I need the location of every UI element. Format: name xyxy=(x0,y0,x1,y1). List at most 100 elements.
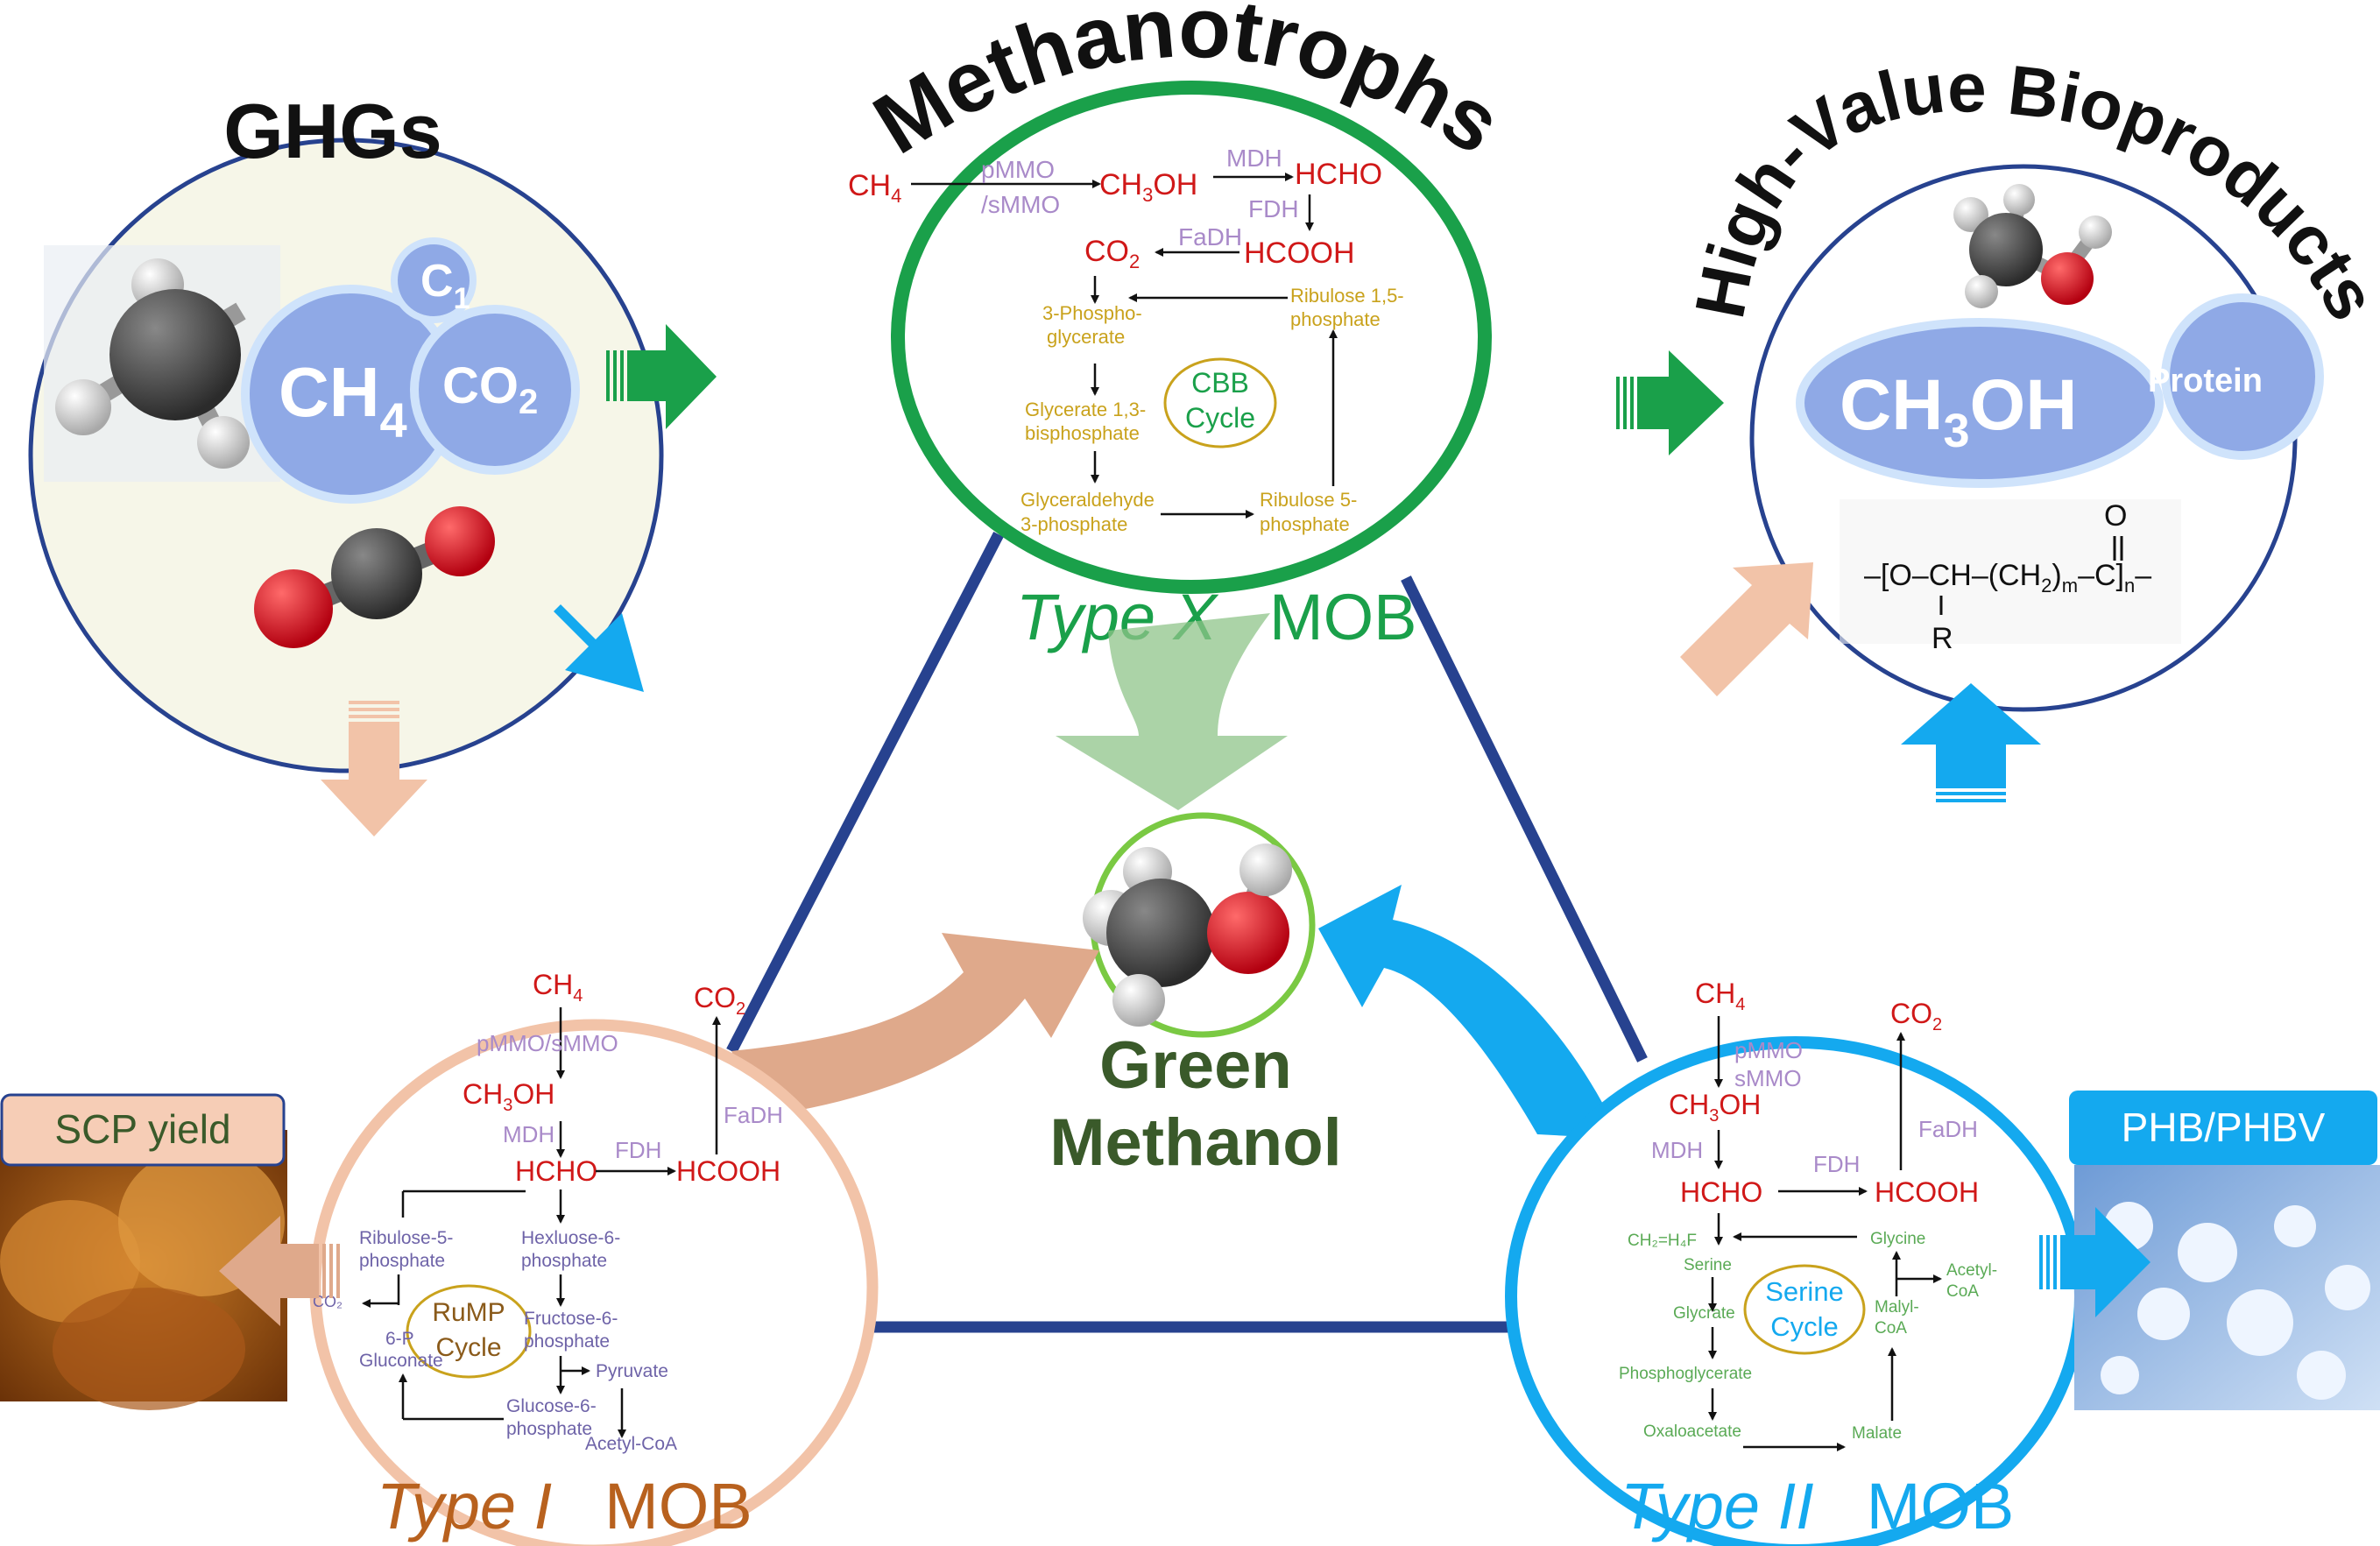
methanol-molecule-icon xyxy=(1083,844,1292,1027)
phb-phbv-label: PHB/PHBV xyxy=(2122,1105,2326,1150)
type-ii-pathway: CH4 pMMO sMMO CH3OH MDH HCHO FDH HCOOH F… xyxy=(1619,978,1997,1451)
svg-text:HCHO: HCHO xyxy=(515,1155,597,1187)
green-methanol-label-line2: Methanol xyxy=(1049,1105,1342,1180)
ch4-bubble-label: CH xyxy=(279,353,380,431)
ghg-bubbles: C1 CH4 CO2 xyxy=(241,237,580,504)
svg-text:FaDH: FaDH xyxy=(1178,223,1242,251)
svg-text:phosphate: phosphate xyxy=(1260,513,1350,535)
svg-text:Fructose-6-: Fructose-6- xyxy=(524,1309,618,1329)
svg-text:HCOOH: HCOOH xyxy=(1875,1176,1979,1208)
svg-text:6-P: 6-P xyxy=(385,1329,414,1349)
svg-text:Ribulose-5-: Ribulose-5- xyxy=(359,1228,453,1248)
type-x-pathway: CH4 pMMO /sMMO CH3OH MDH HCHO FDH HCOOH … xyxy=(848,145,1404,535)
svg-text:CBB: CBB xyxy=(1191,367,1249,399)
svg-text:3-Phospho-: 3-Phospho- xyxy=(1042,302,1142,324)
scp-yield-panel: SCP yield xyxy=(0,1093,287,1410)
ghgs-title: GHGs xyxy=(223,88,441,174)
svg-text:Hexluose-6-: Hexluose-6- xyxy=(521,1228,620,1248)
svg-text:pMMO: pMMO xyxy=(981,156,1055,183)
svg-text:CH3OH: CH3OH xyxy=(463,1078,554,1115)
svg-text:Ribulose 1,5-: Ribulose 1,5- xyxy=(1290,285,1404,307)
svg-text:phosphate: phosphate xyxy=(524,1331,610,1352)
type-ii-to-methanol-arrow xyxy=(1318,885,1621,1139)
svg-text:Acetyl-: Acetyl- xyxy=(1946,1261,1997,1280)
svg-text:O: O xyxy=(2104,499,2127,533)
svg-text:sMMO: sMMO xyxy=(1734,1065,1802,1091)
green-methanol-label-line1: Green xyxy=(1099,1028,1292,1103)
phb-panel: PHB/PHBV xyxy=(2069,1091,2380,1410)
methane-molecule-icon xyxy=(55,258,250,469)
type-i-to-bioproducts-arrow xyxy=(1680,562,1813,696)
svg-text:CH4: CH4 xyxy=(848,169,901,207)
c1-label: C xyxy=(420,256,454,307)
svg-text:HCOOH: HCOOH xyxy=(676,1155,780,1187)
svg-text:glycerate: glycerate xyxy=(1047,326,1125,348)
ghg-to-type-i-arrow xyxy=(321,701,427,837)
ghg-to-methanotrophs-arrow xyxy=(606,324,717,429)
methanol-bubble-label: CH xyxy=(1840,365,1943,445)
svg-text:Glycine: Glycine xyxy=(1870,1230,1925,1248)
svg-text:Malate: Malate xyxy=(1852,1424,1902,1443)
svg-text:Gluconate: Gluconate xyxy=(359,1351,443,1371)
svg-text:Phosphoglycerate: Phosphoglycerate xyxy=(1619,1365,1752,1383)
svg-text:phosphate: phosphate xyxy=(521,1251,607,1271)
type-i-to-methanol-arrow xyxy=(731,933,1099,1117)
svg-text:Cycle: Cycle xyxy=(435,1333,501,1362)
svg-text:Serine: Serine xyxy=(1765,1276,1844,1307)
methanol-small-molecule-icon xyxy=(1953,184,2112,308)
svg-text:HCHO: HCHO xyxy=(1295,158,1382,191)
protein-bubble-label: Protein xyxy=(2148,363,2263,399)
svg-text:R: R xyxy=(1932,622,1953,655)
type-x-circle xyxy=(891,81,1492,594)
co2-molecule-icon xyxy=(254,506,495,648)
svg-text:Oxaloacetate: Oxaloacetate xyxy=(1643,1422,1741,1441)
svg-text:HCHO: HCHO xyxy=(1680,1176,1762,1208)
svg-text:CH4: CH4 xyxy=(533,969,583,1006)
svg-text:FaDH: FaDH xyxy=(1918,1116,1978,1142)
svg-text:CoA: CoA xyxy=(1946,1282,1979,1301)
svg-text:Glycerate 1,3-: Glycerate 1,3- xyxy=(1025,399,1146,420)
type-i-to-scp-arrow xyxy=(219,1216,340,1326)
svg-text:CH4: CH4 xyxy=(279,353,407,448)
svg-text:C1: C1 xyxy=(420,256,470,315)
phb-formula: –[O–CH–(CH2)m–C]n– O R xyxy=(1840,499,2181,655)
svg-text:phosphate: phosphate xyxy=(359,1251,445,1271)
co2-bubble-label: CO xyxy=(442,357,519,414)
svg-text:CH4: CH4 xyxy=(1695,978,1745,1014)
svg-text:Acetyl-CoA: Acetyl-CoA xyxy=(585,1434,677,1454)
svg-text:pMMO: pMMO xyxy=(1734,1037,1803,1063)
svg-text:Glycrate: Glycrate xyxy=(1673,1304,1735,1323)
svg-text:/sMMO: /sMMO xyxy=(981,191,1060,218)
svg-text:Ribulose 5-: Ribulose 5- xyxy=(1260,489,1357,511)
svg-text:phosphate: phosphate xyxy=(506,1419,592,1439)
svg-text:FDH: FDH xyxy=(1813,1151,1860,1177)
svg-text:FDH: FDH xyxy=(1248,195,1299,222)
svg-text:–[O–CH–(CH2)m–C]n–: –[O–CH–(CH2)m–C]n– xyxy=(1864,559,2151,597)
svg-text:CH3OH: CH3OH xyxy=(1669,1089,1761,1126)
svg-text:CH3OH: CH3OH xyxy=(1840,365,2077,457)
central-triangle xyxy=(726,532,1648,1333)
type-ii-to-bioproducts-arrow xyxy=(1901,683,2041,802)
svg-text:CoA: CoA xyxy=(1875,1319,1907,1338)
svg-text:HCOOH: HCOOH xyxy=(1244,236,1355,270)
svg-text:MDH: MDH xyxy=(1226,145,1282,172)
svg-text:Pyruvate: Pyruvate xyxy=(596,1361,668,1381)
svg-text:Malyl-: Malyl- xyxy=(1875,1298,1919,1317)
svg-text:RuMP: RuMP xyxy=(432,1298,505,1327)
type-i-pathway: CH4 pMMO/sMMO CH3OH MDH HCHO FDH HCOOH F… xyxy=(313,969,783,1454)
svg-text:Cycle: Cycle xyxy=(1770,1311,1839,1342)
svg-text:CO2: CO2 xyxy=(1084,235,1140,272)
svg-text:CO2: CO2 xyxy=(694,982,745,1019)
svg-text:Serine: Serine xyxy=(1684,1256,1732,1274)
svg-text:bisphosphate: bisphosphate xyxy=(1025,422,1140,444)
svg-text:FDH: FDH xyxy=(615,1137,661,1163)
svg-text:3-phosphate: 3-phosphate xyxy=(1021,513,1127,535)
scp-yield-label: SCP yield xyxy=(54,1106,230,1152)
type-ii-to-phb-arrow xyxy=(2039,1207,2150,1317)
ghg-to-type-ii-arrow xyxy=(554,604,644,692)
svg-text:CH3OH: CH3OH xyxy=(1099,168,1197,206)
svg-text:CH₂=H₄F: CH₂=H₄F xyxy=(1628,1232,1697,1250)
svg-text:MDH: MDH xyxy=(1651,1137,1703,1163)
